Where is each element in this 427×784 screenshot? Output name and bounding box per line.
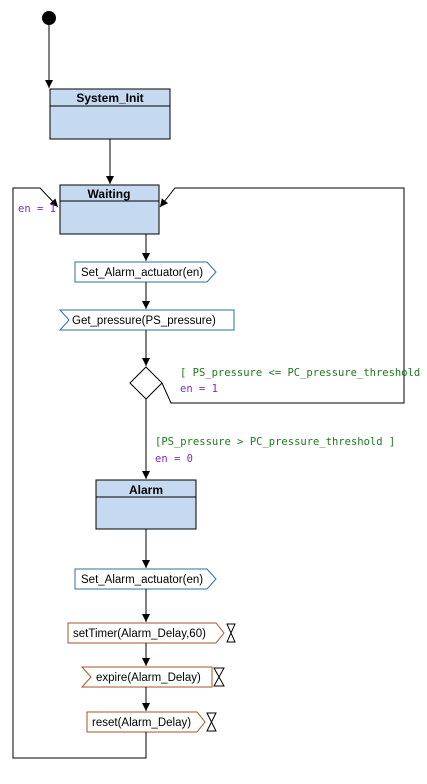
transition-loop-back-to-waiting bbox=[159, 187, 405, 404]
timer-action-set-timer[interactable]: setTimer(Alarm_Delay,60) bbox=[67, 622, 225, 644]
action-label-get-pressure: Get_pressure(PS_pressure) bbox=[72, 315, 216, 327]
state-system-init[interactable]: System_Init bbox=[49, 88, 171, 140]
action-label-set-alarm-2: Set_Alarm_actuator(en) bbox=[81, 574, 203, 586]
transition-reset-loop-to-waiting bbox=[12, 187, 147, 759]
hourglass-icon bbox=[213, 667, 225, 687]
guard-to-alarm: [PS_pressure > PC_pressure_threshold ] bbox=[155, 436, 395, 448]
hourglass-icon bbox=[206, 712, 217, 732]
hourglass-icon bbox=[226, 623, 236, 643]
action-label-expire: expire(Alarm_Delay) bbox=[96, 672, 201, 684]
action-label-set-alarm-1: Set_Alarm_actuator(en) bbox=[81, 267, 203, 279]
state-label-waiting: Waiting bbox=[88, 187, 131, 201]
assignment-loop-back: en = 1 bbox=[180, 383, 218, 395]
assignment-to-alarm: en = 0 bbox=[155, 453, 193, 465]
timer-action-expire[interactable]: expire(Alarm_Delay) bbox=[80, 666, 213, 688]
action-label-reset: reset(Alarm_Delay) bbox=[92, 717, 191, 729]
send-signal-set-alarm-2[interactable]: Set_Alarm_actuator(en) bbox=[74, 568, 217, 590]
receive-signal-get-pressure[interactable]: Get_pressure(PS_pressure) bbox=[58, 309, 235, 331]
state-label-alarm: Alarm bbox=[129, 483, 163, 497]
initial-state-dot bbox=[42, 11, 56, 25]
action-label-set-timer: setTimer(Alarm_Delay,60) bbox=[73, 628, 206, 640]
state-waiting[interactable]: Waiting bbox=[59, 184, 160, 235]
state-alarm[interactable]: Alarm bbox=[95, 479, 197, 530]
timer-action-reset[interactable]: reset(Alarm_Delay) bbox=[86, 711, 206, 733]
decision-diamond[interactable] bbox=[129, 366, 163, 400]
assignment-reset-loop: en = 1 bbox=[18, 203, 56, 215]
send-signal-set-alarm-1[interactable]: Set_Alarm_actuator(en) bbox=[74, 261, 217, 283]
state-label-system-init: System_Init bbox=[76, 91, 143, 105]
guard-loop-back: [ PS_pressure <= PC_pressure_threshold ] bbox=[180, 367, 427, 379]
